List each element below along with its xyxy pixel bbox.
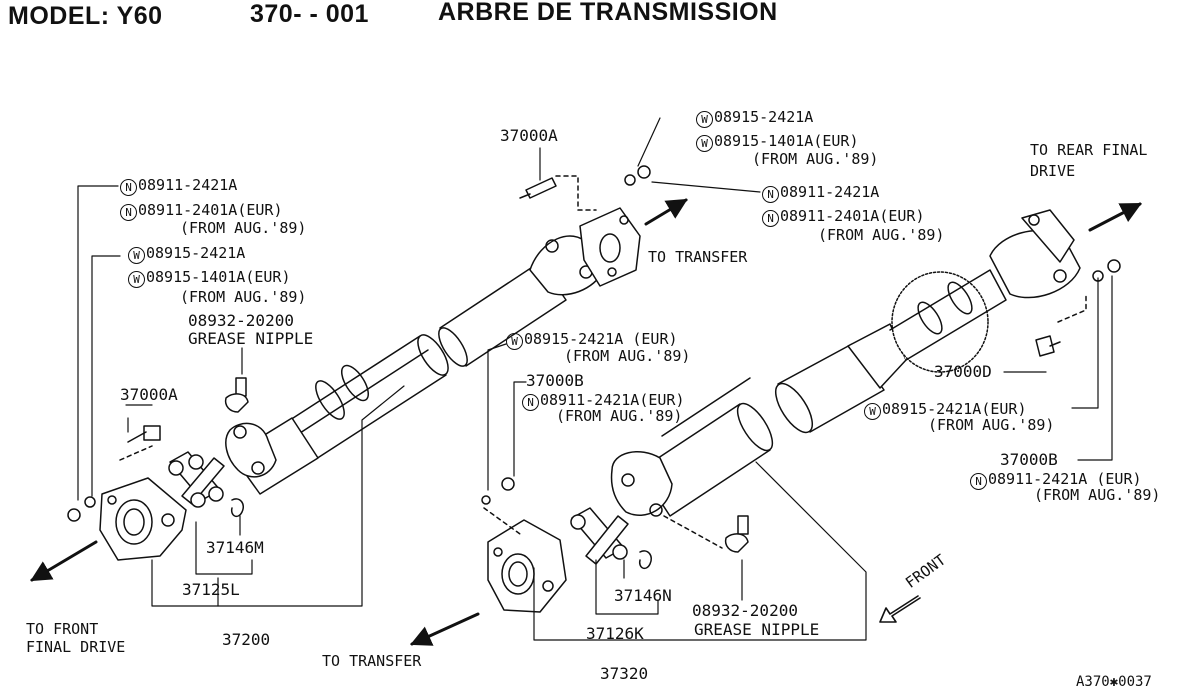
rear-grease-nipple [663, 515, 749, 553]
rear-universal-joint [570, 507, 629, 565]
journal-part-no: 37126K [586, 624, 644, 643]
callout-text: 08911-2421A(EUR) [540, 391, 685, 409]
grease-nipple-label: GREASE NIPPLE [188, 329, 314, 348]
washer-mark-icon: W [506, 333, 523, 350]
snap-ring-part-no: 37146N [614, 586, 672, 605]
callout-date: (FROM AUG.'89) [180, 219, 307, 237]
rear-sleeve-yoke [610, 451, 673, 517]
to-front-label: TO FRONT [26, 620, 99, 638]
front-flange-yoke [99, 477, 187, 561]
rear-snap-ring [638, 550, 652, 570]
grease-nipple-part-no: 08932-20200 [188, 311, 294, 330]
callout-text: 08915-2421A [714, 108, 814, 126]
callout-text: 08915-2421A (EUR) [524, 330, 678, 348]
grease-nipple-label: GREASE NIPPLE [694, 620, 820, 639]
callout-date: (FROM AUG.'89) [818, 226, 945, 244]
front-bolt-nut [67, 425, 161, 522]
to-front-label-line2: FINAL DRIVE [26, 638, 126, 656]
nut-mark-icon: N [762, 210, 779, 227]
washer-mark-icon: W [128, 247, 145, 264]
nut-mark-icon: N [762, 186, 779, 203]
bolt-part-no: 37000B [1000, 450, 1058, 469]
page-title: ARBRE DE TRANSMISSION [438, 0, 778, 26]
bolt-part-no: 37000B [526, 371, 584, 390]
center-bolt-nut [481, 477, 521, 535]
grease-nipple-part-no: 08932-20200 [692, 601, 798, 620]
callout-text: 08915-2421A [146, 244, 246, 262]
callout-date: (FROM AUG.'89) [1034, 486, 1161, 504]
rear-section-bolt-nut [1035, 259, 1121, 357]
to-rear-label: TO REAR FINAL [1030, 141, 1148, 159]
rear-flange-yoke [487, 519, 567, 613]
front-grease-nipple [224, 377, 249, 413]
front-universal-joint [168, 451, 225, 508]
journal-part-no: 37125L [182, 580, 240, 599]
callout-text: 08911-2421A [138, 176, 238, 194]
callout-text: 08911-2421A (EUR) [988, 470, 1142, 488]
callout-date: (FROM AUG.'89) [928, 416, 1055, 434]
callout-date: (FROM AUG.'89) [752, 150, 879, 168]
front-shaft-part-no: 37200 [222, 630, 271, 649]
front-snap-ring [230, 498, 244, 518]
callout-text: 08911-2421A [780, 183, 880, 201]
callout-date: (FROM AUG.'89) [564, 347, 691, 365]
direction-arrows [30, 198, 1142, 646]
callout-text: 08915-1401A(EUR) [146, 268, 291, 286]
rear-shaft-part-no: 37320 [600, 664, 649, 683]
upper-bolt-nut [519, 165, 651, 211]
figure-reference: A370✱0037 [1076, 674, 1152, 690]
callout-text: 08915-2421A(EUR) [882, 400, 1027, 418]
callout-text: 08911-2401A(EUR) [780, 207, 925, 225]
bolt-part-no: 37000A [120, 385, 178, 404]
rear-section-shaft [774, 209, 1081, 434]
washer-mark-icon: W [696, 135, 713, 152]
callout-date: (FROM AUG.'89) [180, 288, 307, 306]
to-transfer-label: TO TRANSFER [322, 652, 422, 670]
callout-text: 08915-1401A(EUR) [714, 132, 859, 150]
washer-mark-icon: W [128, 271, 145, 288]
section-number: 370- - 001 [250, 0, 369, 28]
snap-ring-part-no: 37146M [206, 538, 264, 557]
nut-mark-icon: N [522, 394, 539, 411]
nut-mark-icon: N [970, 473, 987, 490]
washer-mark-icon: W [864, 403, 881, 420]
model-label: MODEL: Y60 [8, 2, 163, 30]
bolt-part-no: 37000D [934, 362, 992, 381]
front-indicator-arrow [879, 595, 921, 623]
to-rear-label-line2: DRIVE [1030, 162, 1076, 180]
nut-mark-icon: N [120, 179, 137, 196]
bolt-part-no: 37000A [500, 126, 558, 145]
washer-mark-icon: W [696, 111, 713, 128]
transfer-shaft-upper [438, 207, 641, 367]
callout-date: (FROM AUG.'89) [556, 407, 683, 425]
leader-lines [77, 117, 1113, 641]
nut-mark-icon: N [120, 204, 137, 221]
to-transfer-label: TO TRANSFER [648, 248, 748, 266]
callout-text: 08911-2401A(EUR) [138, 201, 283, 219]
front-slip-yoke [225, 422, 277, 478]
